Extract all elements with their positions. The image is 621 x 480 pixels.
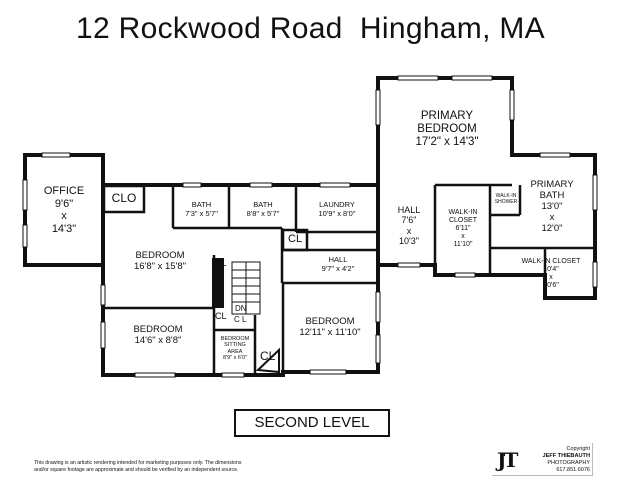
room-dims: 8'9" x 6'0" [222, 354, 248, 361]
cl-bed3-box [255, 347, 280, 374]
room-name: SHOWER [494, 198, 518, 205]
room-hall-small: HALL 9'7" x 4'2" [308, 255, 368, 273]
room-name: BATH [253, 200, 273, 209]
room-sitting-area: BEDROOM SITTING AREA 8'9" x 6'0" [215, 336, 255, 361]
photographer-sub: PHOTOGRAPHY [547, 459, 590, 466]
room-dims: 6'11" [455, 225, 471, 233]
room-dims: 12'11" x 11'10" [299, 326, 361, 338]
disclaimer: This drawing is an artistic rendering in… [34, 460, 334, 474]
closet-stair-2: CL [215, 311, 227, 321]
photographer-credit: Copyright JEFF THIEBAUTH PHOTOGRAPHY 617… [520, 446, 590, 474]
room-dims: 10'3" [399, 236, 419, 247]
room-dims: 17'2" x 14'3" [415, 136, 479, 149]
room-bedroom-1: BEDROOM 16'8" x 15'8" [112, 250, 208, 273]
room-walk-in-shower: WALK-IN SHOWER [492, 193, 520, 206]
interior-walls [102, 183, 595, 375]
room-dims: 9'7" x 4'2" [321, 263, 355, 273]
room-dims: 14'6" x 8'8" [134, 334, 182, 346]
room-dims: x [406, 225, 412, 236]
room-name: BATH [539, 189, 565, 201]
room-laundry: LAUNDRY 10'9" x 8'0" [298, 200, 376, 218]
room-name: HALL [328, 255, 348, 264]
room-name: OFFICE [43, 185, 85, 197]
room-name: BEDROOM [417, 123, 477, 136]
room-bath-2: BATH 8'8" x 5'7" [230, 200, 296, 218]
stair-rail [212, 258, 224, 308]
room-name: BEDROOM [305, 316, 355, 327]
room-dims: 7'3" x 5'7" [185, 208, 218, 218]
room-primary-bath: PRIMARY BATH 13'0" x 12'0" [525, 179, 579, 235]
room-name: AREA [227, 348, 243, 355]
room-name: BATH [191, 200, 212, 209]
room-primary-bedroom: PRIMARY BEDROOM 17'2" x 14'3" [405, 110, 489, 150]
room-name: PRIMARY [530, 179, 574, 190]
room-name: LAUNDRY [319, 200, 355, 209]
room-dims: 11'10" [453, 241, 473, 249]
room-bedroom-3: BEDROOM 12'11" x 11'10" [290, 316, 370, 339]
room-name: SITTING [224, 342, 246, 349]
photographer-logo-icon: JT [497, 448, 518, 472]
room-dims: 12'0" [541, 222, 563, 234]
room-dims: x [549, 211, 555, 223]
room-dims: 16'8" x 15'8" [133, 260, 187, 272]
room-name: CLOSET [448, 217, 477, 225]
photographer-phone: 617.851.6076 [556, 466, 590, 473]
room-name: WALK-IN [448, 209, 478, 216]
room-name: PRIMARY [420, 110, 474, 122]
disclaimer-line: and/or square footage are approximate an… [34, 467, 239, 474]
room-dims: 8'8" x 5'7" [246, 208, 280, 218]
stairs [231, 261, 261, 315]
room-name: BEDROOM [220, 336, 250, 342]
room-dims: 7'6" [401, 215, 417, 226]
closet-bedroom-3: CL [260, 349, 276, 363]
cl-hall-box [281, 228, 309, 252]
windows [22, 75, 598, 378]
room-dims: 10'9" x 8'0" [318, 208, 356, 218]
level-label: SECOND LEVEL [234, 409, 390, 437]
room-bath-1: BATH 7'3" x 5'7" [174, 200, 229, 218]
room-bedroom-2: BEDROOM 14'6" x 8'8" [112, 324, 204, 347]
closet-hall: CL [288, 233, 303, 245]
room-dims: 14'3" [51, 222, 77, 235]
room-dims: 10'4" [543, 266, 559, 274]
room-dims: 13'0" [541, 200, 563, 212]
disclaimer-line: This drawing is an artistic rendering in… [34, 460, 242, 466]
room-dims: 10'6" [543, 282, 559, 290]
room-name: BEDROOM [133, 324, 183, 335]
room-dims: x [61, 210, 67, 223]
closet-stair-3: C L [234, 315, 247, 324]
room-name: WALK-IN [495, 193, 517, 199]
room-dims: x [549, 274, 553, 282]
room-walk-in-closet-2: WALK-IN CLOSET 10'4" x 10'6" [515, 258, 587, 290]
room-name: WALK-IN CLOSET [521, 258, 581, 265]
room-office: OFFICE 9'6" x 14'3" [32, 185, 96, 236]
room-dims: 9'6" [54, 197, 74, 210]
room-hall-main: HALL 7'6" x 10'3" [385, 205, 433, 246]
logo-frame [492, 443, 593, 476]
copyright-label: Copyright [566, 446, 590, 452]
closet-stair-1: CL [215, 258, 227, 268]
plan-title: 12 Rockwood Road Hingham, MA [76, 12, 545, 45]
room-dims: x [461, 233, 465, 241]
room-walk-in-closet-1: WALK-IN CLOSET 6'11" x 11'10" [437, 209, 489, 249]
room-name: BEDROOM [135, 250, 185, 261]
photographer-name: JEFF THIEBAUTH [542, 452, 590, 459]
clo-box [102, 184, 146, 214]
closet-clo: CLO [111, 191, 137, 205]
room-name: HALL [397, 205, 421, 215]
stair-down-label: DN [235, 304, 247, 313]
